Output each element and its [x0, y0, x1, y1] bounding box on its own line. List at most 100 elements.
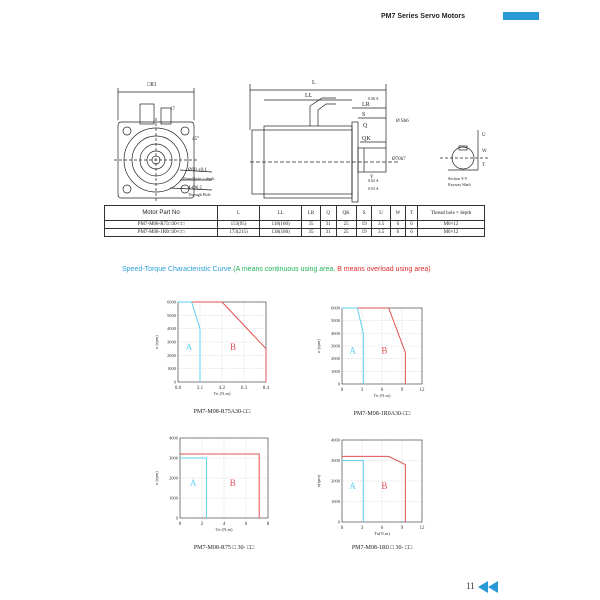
speed-torque-chart-4-y-tick: 0: [338, 520, 341, 525]
cell: 118(160): [259, 220, 303, 229]
speed-torque-chart-4-x-tick: 3: [361, 526, 364, 531]
speed-torque-chart-4-x-tick: 9: [401, 526, 404, 531]
th-LR: LR: [301, 205, 321, 221]
speed-torque-chart-3-plot-frame: [179, 437, 269, 519]
curve-section-title: Speed-Torque Characteristic Curve (A mea…: [122, 266, 431, 273]
speed-torque-chart-3-y-label: n (rpm): [154, 471, 159, 485]
th-S: S: [355, 205, 373, 221]
tol-2: 0.02 A: [368, 178, 379, 183]
cell: 31: [319, 228, 337, 237]
header-title: PM7 Series Servo Motors: [381, 13, 466, 20]
curve-title-b: B means overload using area): [337, 266, 431, 273]
table-row: PM7-M08-1R0□30-□□ 173(215) 138(180) 35 3…: [104, 228, 485, 237]
cell: 6: [404, 228, 419, 237]
speed-torque-chart-2-x-tick: 6: [381, 388, 384, 393]
speed-torque-chart-4-x-tick: 0: [341, 526, 344, 531]
side-shaft: [357, 147, 387, 173]
speed-torque-chart-1-y-label: n (rpm): [154, 335, 159, 349]
speed-torque-chart-2-y-tick: 4000: [331, 331, 341, 336]
speed-torque-chart-4-continuous-curve: [342, 460, 364, 522]
dim-QK: QK: [362, 136, 371, 142]
speed-torque-chart-1-y-tick: 6000: [167, 300, 177, 305]
speed-torque-chart-3-y-tick: 1000: [169, 496, 179, 501]
cell: 3.5: [371, 228, 391, 237]
cell: 25: [335, 228, 357, 237]
speed-torque-chart-4-region-A: A: [349, 481, 356, 491]
speed-torque-chart-3-x-tick: 0: [179, 522, 182, 527]
speed-torque-chart-4-y-tick: 3000: [331, 458, 341, 463]
dim-pilot: Ø90 ±0.1: [188, 168, 207, 173]
dim-Y: Y: [370, 175, 374, 180]
speed-torque-chart-3-y-tick: 2000: [169, 476, 179, 481]
speed-torque-chart-2-y-tick: 5000: [331, 318, 341, 323]
speed-torque-chart-3-x-tick: 6: [245, 522, 248, 527]
dim-T: T: [482, 163, 485, 168]
speed-torque-chart-4-x-tick: 12: [420, 526, 426, 531]
speed-torque-chart-3-region-A: A: [190, 478, 197, 488]
speed-torque-chart-3-caption: PM7-M08-R75 □ 30- □□: [194, 545, 255, 551]
speed-torque-chart-1-region-B: B: [230, 342, 236, 352]
speed-torque-chart-2-y-label: n (rpm): [316, 339, 321, 353]
speed-torque-chart-1-x-tick: 8.4: [263, 386, 270, 391]
cell: 35: [301, 228, 321, 237]
th-U: U: [371, 205, 391, 221]
speed-torque-chart-4-y-tick: 4000: [331, 438, 341, 443]
curve-title-main: Speed-Torque Characteristic Curve: [122, 266, 232, 273]
speed-torque-chart-2-region-B: B: [381, 346, 387, 356]
speed-torque-chart-2-x-tick: 0: [341, 388, 344, 393]
page-number: 11: [466, 581, 475, 591]
cell: 6: [389, 220, 406, 229]
speed-torque-chart-4-x-tick: 6: [381, 526, 384, 531]
speed-torque-chart-4-caption: PM7-M08-1R0 □ 30- □□: [352, 545, 413, 551]
speed-torque-chart-1-y-tick: 1000: [167, 366, 177, 371]
speed-torque-chart-3-region-B: B: [230, 478, 236, 488]
th-T: T: [404, 205, 419, 221]
speed-torque-chart-2-x-tick: 3: [361, 388, 364, 393]
speed-torque-chart-4-plot-frame: [341, 439, 423, 523]
speed-torque-chart-1-y-tick: 3000: [167, 340, 177, 345]
cell: 6: [389, 228, 406, 237]
dim-S: S: [362, 112, 365, 118]
dim-through: Through Hole: [188, 192, 211, 197]
dim-LL: LL: [305, 93, 313, 99]
speed-torque-chart-1-y-tick: 4000: [167, 326, 177, 331]
cell: 3.5: [371, 220, 391, 229]
cell: 138(180): [259, 228, 303, 237]
th-LL: LL: [259, 205, 303, 221]
cell: 19: [355, 228, 373, 237]
th-QK: QK: [335, 205, 357, 221]
cell: 19: [355, 220, 373, 229]
speed-torque-chart-3-x-tick: 8: [267, 522, 270, 527]
speed-torque-chart-2-x-label: Tn (N.m): [374, 393, 391, 398]
tol-1: 0.06 A: [368, 96, 379, 101]
speed-torque-chart-3-y-tick: 4000: [169, 436, 179, 441]
cell: 25: [335, 220, 357, 229]
speed-torque-chart-3-x-label: Tn (N.m): [216, 527, 233, 532]
dim-Q: Q: [363, 123, 368, 129]
speed-torque-chart-1-x-tick: 2.1: [197, 386, 204, 391]
speed-torque-chart-1-x-tick: 4.2: [219, 386, 226, 391]
speed-torque-chart-1-x-tick: 6.3: [241, 386, 248, 391]
dim-17: 17: [170, 107, 176, 112]
cell: 153(95): [216, 220, 261, 229]
back-arrows-icon: [478, 581, 498, 593]
dim-LR: LR: [362, 102, 370, 108]
speed-torque-chart-1-y-tick: 2000: [167, 353, 177, 358]
cell: PM7-M08-1R0□30-□□: [104, 228, 218, 237]
cell: PM7-M08-R75□30-□□: [104, 220, 218, 229]
table-row: PM7-M08-R75□30-□□ 153(95) 118(160) 35 31…: [104, 220, 485, 229]
speed-torque-chart-2-y-tick: 1000: [331, 369, 341, 374]
dim-U: U: [482, 133, 486, 138]
dim-45: 45°: [192, 137, 199, 142]
speed-torque-chart-3-y-tick: 0: [176, 516, 179, 521]
section-label: Section Y-Y: [448, 176, 468, 181]
speed-torque-chart-1-overload-curve: [178, 301, 267, 382]
speed-torque-chart-4-y-tick: 1000: [331, 499, 341, 504]
dim-holes: 4-Ø6.5: [188, 186, 203, 191]
speed-torque-chart-4-y-tick: 2000: [331, 479, 341, 484]
speed-torque-chart-1-region-A: A: [186, 342, 193, 352]
speed-torque-chart-1-x-tick: 0.0: [175, 386, 182, 391]
